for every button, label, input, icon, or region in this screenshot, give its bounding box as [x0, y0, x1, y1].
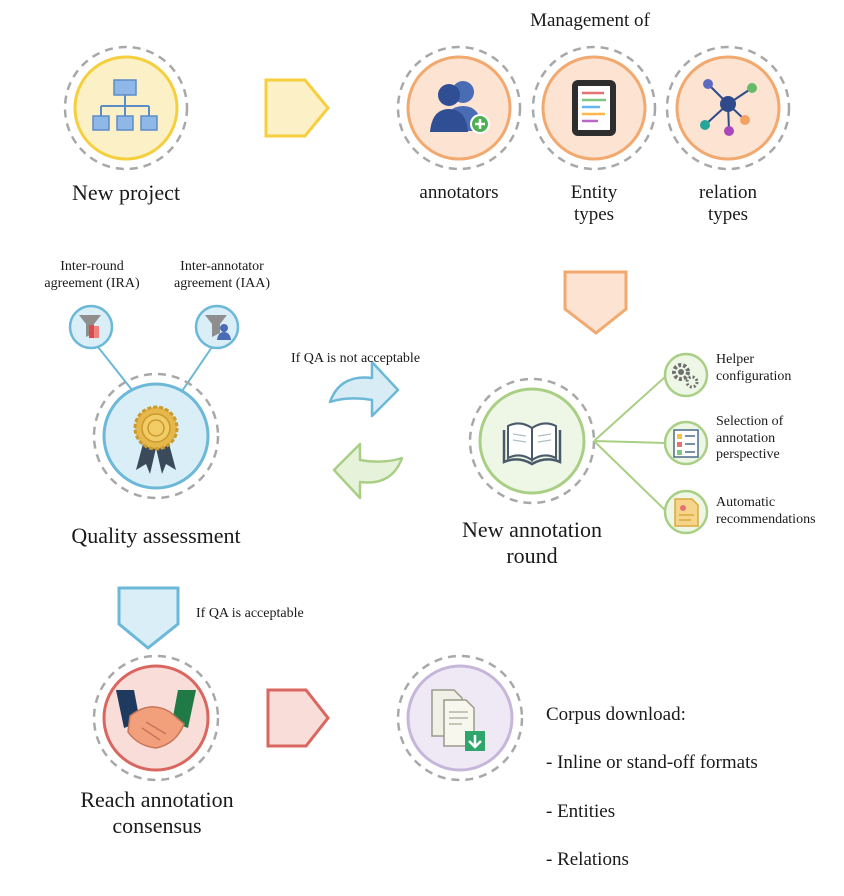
option-connector-helper — [593, 376, 666, 442]
helper-configuration-label: Helper configuration — [716, 352, 792, 384]
reach-consensus-label: Reach annotation consensus — [80, 787, 234, 838]
workflow-diagram — [63, 45, 791, 782]
award-badge-icon — [133, 405, 179, 474]
new-project-label: New project — [71, 180, 181, 205]
arrow-to-annotation-round — [563, 270, 628, 335]
relation-types-node — [665, 45, 791, 171]
automatic-recommendations-label: Automatic recommendations — [716, 495, 816, 527]
ira-label: Inter-round agreement (IRA) — [44, 259, 140, 291]
corpus-download-text: Corpus download: - Inline or stand-off f… — [546, 679, 844, 896]
corpus-download-node — [396, 654, 524, 782]
network-graph-icon — [700, 79, 757, 136]
gears-icon — [672, 363, 699, 389]
funnel-books-icon — [79, 315, 101, 338]
annotation-perspective-node — [663, 420, 709, 466]
reach-consensus-node — [92, 654, 220, 782]
download-item: - Relations — [546, 848, 629, 870]
quality-assessment-label: Quality assessment — [71, 523, 241, 548]
automatic-recommendations-node — [663, 489, 709, 535]
iaa-label: Inter-annotator agreement (IAA) — [173, 259, 270, 291]
option-connector-perspective — [593, 440, 666, 444]
annotation-perspective-label: Selection of annotation perspective — [716, 414, 784, 463]
curved-arrow-right-icon — [328, 360, 400, 418]
handshake-icon — [116, 690, 196, 749]
entity-types-node — [531, 45, 657, 171]
org-chart-icon — [92, 79, 158, 131]
arrow-to-management — [264, 78, 330, 138]
annotators-node — [396, 45, 522, 171]
corpus-download-title: Corpus download: — [546, 704, 686, 726]
add-user-icon — [430, 81, 490, 134]
open-book-icon — [502, 422, 562, 466]
qa-not-acceptable-label: If QA is not acceptable — [290, 351, 421, 366]
download-document-icon — [431, 689, 485, 751]
funnel-users-icon — [205, 315, 231, 340]
qa-acceptable-label: If QA is acceptable — [196, 606, 304, 621]
checklist-icon — [673, 429, 699, 458]
arrow-to-consensus — [117, 586, 180, 650]
download-item: - Entities — [546, 800, 616, 822]
helper-configuration-node — [663, 352, 709, 398]
download-item: - Inline or stand-off formats — [546, 752, 758, 774]
quality-assessment-node — [92, 372, 220, 500]
new-annotation-round-node — [468, 377, 596, 505]
option-connector-recommendations — [593, 440, 666, 511]
iaa-node — [194, 304, 240, 350]
entity-types-label: Entity types — [570, 182, 618, 226]
document-list-icon — [572, 80, 616, 136]
new-project-node — [63, 45, 189, 171]
new-annotation-round-label: New annotation round — [462, 517, 602, 568]
arrow-to-download — [266, 688, 330, 748]
ira-node — [68, 304, 114, 350]
annotators-label: annotators — [419, 182, 499, 203]
recommendation-doc-icon — [674, 498, 699, 527]
curved-arrow-left-icon — [332, 442, 404, 500]
relation-types-label: relation types — [698, 182, 758, 226]
management-header: Management of — [530, 10, 650, 31]
